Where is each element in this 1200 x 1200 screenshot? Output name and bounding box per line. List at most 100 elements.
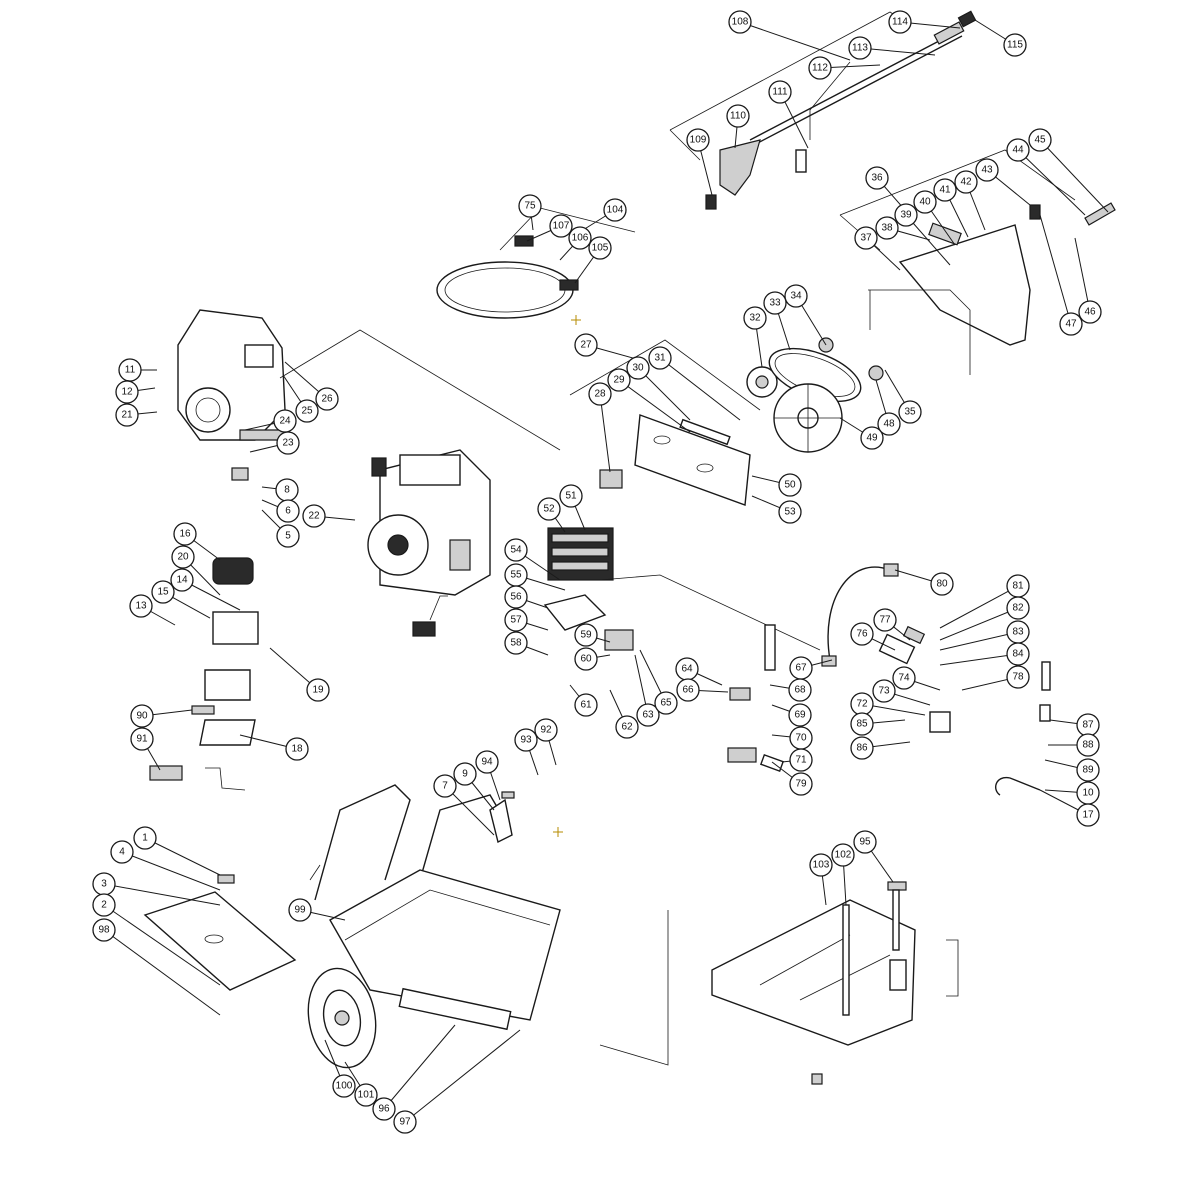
callout-29: 29 (607, 368, 631, 392)
fuel-tank (599, 881, 959, 1085)
callout-circle (789, 772, 813, 796)
callout-number: 77 (879, 615, 891, 626)
callout-37: 37 (854, 226, 878, 250)
callout-circle (789, 748, 813, 772)
callout-79: 79 (789, 772, 813, 796)
callout-circle (537, 497, 561, 521)
callout-circle (534, 718, 558, 742)
callout-96: 96 (372, 1097, 396, 1121)
callout-number: 52 (543, 504, 555, 515)
callout-number: 22 (308, 511, 320, 522)
callout-number: 112 (812, 63, 828, 74)
leader-line (144, 837, 221, 876)
callout-78: 78 (1006, 665, 1030, 689)
callout-73: 73 (872, 679, 896, 703)
callout-number: 105 (592, 243, 609, 254)
callout-number: 8 (284, 485, 290, 496)
callout-circle (865, 166, 889, 190)
callout-number: 49 (866, 433, 878, 444)
callout-number: 56 (510, 592, 522, 603)
callout-11: 11 (118, 358, 142, 382)
callout-89: 89 (1076, 758, 1100, 782)
callout-circle (853, 830, 877, 854)
callout-circle (504, 585, 528, 609)
callout-49: 49 (860, 426, 884, 450)
callout-circle (778, 500, 802, 524)
callout-85: 85 (850, 712, 874, 736)
relief-valve (727, 624, 785, 773)
callout-circle (873, 608, 897, 632)
callout-82: 82 (1006, 596, 1030, 620)
callout-number: 31 (654, 353, 666, 364)
belt-and-pulleys (746, 337, 884, 453)
callout-97: 97 (393, 1110, 417, 1134)
callout-circle (850, 622, 874, 646)
callout-circle (894, 203, 918, 227)
callout-number: 104 (607, 205, 624, 216)
callout-19: 19 (306, 678, 330, 702)
callout-circle (686, 128, 710, 152)
callout-77: 77 (873, 608, 897, 632)
callout-circle (504, 608, 528, 632)
callout-number: 85 (856, 719, 868, 730)
callout-112: 112 (808, 56, 832, 80)
callout-number: 36 (871, 173, 883, 184)
callout-number: 86 (856, 743, 868, 754)
callout-circle (603, 198, 627, 222)
callout-3: 3 (92, 872, 116, 896)
callout-circle (888, 10, 912, 34)
callout-61: 61 (574, 693, 598, 717)
callout-circle (648, 346, 672, 370)
callout-circle (332, 1074, 356, 1098)
callout-67: 67 (789, 656, 813, 680)
callout-23: 23 (276, 431, 300, 455)
callout-circle (302, 504, 326, 528)
callout-circle (574, 333, 598, 357)
high-pressure-hose (436, 207, 636, 319)
callout-110: 110 (726, 104, 750, 128)
callout-84: 84 (1006, 642, 1030, 666)
callout-101: 101 (354, 1083, 378, 1107)
callout-16: 16 (173, 522, 197, 546)
callout-87: 87 (1076, 713, 1100, 737)
cart-frame (307, 784, 561, 1069)
callout-circle (930, 572, 954, 596)
callout-102: 102 (831, 843, 855, 867)
callout-circle (763, 291, 787, 315)
callout-number: 73 (878, 686, 890, 697)
callout-66: 66 (676, 678, 700, 702)
callout-number: 60 (580, 654, 592, 665)
callout-circle (130, 727, 154, 751)
callout-number: 16 (179, 529, 191, 540)
engine (279, 329, 561, 596)
callout-59: 59 (574, 623, 598, 647)
callout-38: 38 (875, 216, 899, 240)
callout-31: 31 (648, 346, 672, 370)
callout-69: 69 (788, 703, 812, 727)
callout-4: 4 (110, 840, 134, 864)
callout-number: 78 (1012, 672, 1024, 683)
callout-100: 100 (332, 1074, 356, 1098)
callout-circle (1006, 642, 1030, 666)
callout-number: 13 (135, 601, 147, 612)
callout-circle (615, 715, 639, 739)
leader-line (637, 367, 691, 421)
callout-93: 93 (514, 728, 538, 752)
callout-number: 79 (795, 779, 807, 790)
callout-circle (354, 1083, 378, 1107)
callout-number: 21 (121, 410, 133, 421)
callout-41: 41 (933, 178, 957, 202)
leader-line (659, 357, 741, 421)
callout-28: 28 (588, 382, 612, 406)
callout-number: 37 (860, 233, 872, 244)
callout-45: 45 (1028, 128, 1052, 152)
callout-number: 44 (1012, 145, 1024, 156)
callout-number: 101 (358, 1090, 375, 1101)
callout-91: 91 (130, 727, 154, 751)
callout-number: 102 (835, 850, 852, 861)
callout-circle (475, 750, 499, 774)
callout-7: 7 (433, 774, 457, 798)
callout-number: 33 (769, 298, 781, 309)
callout-circle (1006, 596, 1030, 620)
callout-number: 71 (795, 755, 807, 766)
